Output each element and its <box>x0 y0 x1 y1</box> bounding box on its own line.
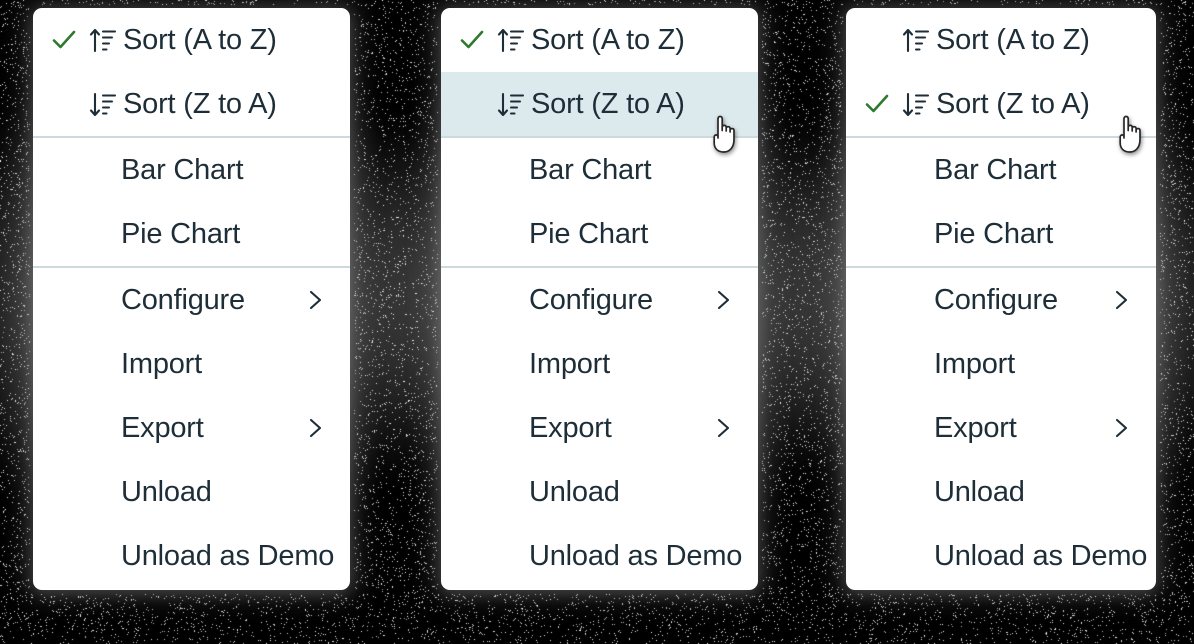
menu-item-unload-as-demo[interactable]: Unload as Demo <box>33 524 350 588</box>
menu-item-label: Export <box>121 411 204 444</box>
menu-item-label: Configure <box>934 283 1058 316</box>
menu-group-actions: Configure Import Export Unload <box>33 268 350 588</box>
menu-group-sort: Sort (A to Z) Sort (Z to A) <box>846 8 1156 136</box>
menu-item-label: Sort (Z to A) <box>531 87 685 120</box>
menu-item-unload-as-demo[interactable]: Unload as Demo <box>441 524 758 588</box>
check-icon <box>47 27 85 53</box>
menu-item-pie-chart[interactable]: Pie Chart <box>33 202 350 266</box>
menu-item-label: Bar Chart <box>934 153 1057 186</box>
menu-item-sort-z-to-a[interactable]: Sort (Z to A) <box>846 72 1156 136</box>
menu-item-label: Unload <box>121 475 212 508</box>
menu-item-label: Sort (A to Z) <box>531 23 685 56</box>
menu-group-actions: Configure Import Export Unload <box>441 268 758 588</box>
menu-item-export[interactable]: Export <box>846 396 1156 460</box>
menu-item-sort-a-to-z[interactable]: Sort (A to Z) <box>441 8 758 72</box>
menu-group-sort: Sort (A to Z) Sort (Z to A) <box>33 8 350 136</box>
menu-item-label: Unload as Demo <box>529 539 743 572</box>
menu-item-label: Export <box>529 411 612 444</box>
chevron-right-icon <box>1108 288 1134 312</box>
menu-item-label: Import <box>934 347 1015 380</box>
sort-descending-icon <box>898 89 934 119</box>
chevron-right-icon <box>710 416 736 440</box>
menu-item-unload-as-demo[interactable]: Unload as Demo <box>846 524 1156 588</box>
menu-item-label: Configure <box>121 283 245 316</box>
menu-item-label: Pie Chart <box>529 217 649 250</box>
menu-item-export[interactable]: Export <box>33 396 350 460</box>
menu-item-unload[interactable]: Unload <box>33 460 350 524</box>
sort-descending-icon <box>493 89 529 119</box>
menu-group-charts: Bar Chart Pie Chart <box>33 138 350 266</box>
context-menu-panel-1: Sort (A to Z) Sort (Z to A) Bar Chart <box>33 8 350 590</box>
menu-item-sort-a-to-z[interactable]: Sort (A to Z) <box>33 8 350 72</box>
menu-item-label: Import <box>121 347 202 380</box>
menu-item-label: Unload as Demo <box>934 539 1148 572</box>
menu-item-configure[interactable]: Configure <box>846 268 1156 332</box>
menu-item-label: Import <box>529 347 610 380</box>
menu-item-label: Bar Chart <box>121 153 244 186</box>
menu-item-bar-chart[interactable]: Bar Chart <box>33 138 350 202</box>
menu-item-unload[interactable]: Unload <box>441 460 758 524</box>
menu-group-sort: Sort (A to Z) Sort (Z to A) <box>441 8 758 136</box>
menu-item-configure[interactable]: Configure <box>441 268 758 332</box>
menu-item-label: Unload <box>529 475 620 508</box>
menu-item-import[interactable]: Import <box>846 332 1156 396</box>
menu-item-label: Sort (Z to A) <box>123 87 277 120</box>
menu-group-actions: Configure Import Export Unload <box>846 268 1156 588</box>
check-icon <box>860 91 898 117</box>
menu-item-sort-a-to-z[interactable]: Sort (A to Z) <box>846 8 1156 72</box>
menu-item-import[interactable]: Import <box>33 332 350 396</box>
menu-item-sort-z-to-a[interactable]: Sort (Z to A) <box>441 72 758 136</box>
context-menu-panel-3: Sort (A to Z) Sort (Z to A) Bar Ch <box>846 8 1156 590</box>
menu-item-bar-chart[interactable]: Bar Chart <box>846 138 1156 202</box>
menu-item-import[interactable]: Import <box>441 332 758 396</box>
chevron-right-icon <box>710 288 736 312</box>
menu-item-configure[interactable]: Configure <box>33 268 350 332</box>
menu-item-label: Pie Chart <box>934 217 1054 250</box>
menu-item-label: Sort (A to Z) <box>123 23 277 56</box>
menu-item-label: Unload <box>934 475 1025 508</box>
menu-item-label: Pie Chart <box>121 217 241 250</box>
chevron-right-icon <box>302 288 328 312</box>
sort-ascending-icon <box>898 25 934 55</box>
menu-item-label: Sort (A to Z) <box>936 23 1090 56</box>
menu-item-bar-chart[interactable]: Bar Chart <box>441 138 758 202</box>
menu-item-unload[interactable]: Unload <box>846 460 1156 524</box>
menu-item-pie-chart[interactable]: Pie Chart <box>846 202 1156 266</box>
sort-ascending-icon <box>85 25 121 55</box>
menu-item-sort-z-to-a[interactable]: Sort (Z to A) <box>33 72 350 136</box>
menu-item-export[interactable]: Export <box>441 396 758 460</box>
context-menu-panel-2: Sort (A to Z) Sort (Z to A) Bar Chart <box>441 8 758 590</box>
chevron-right-icon <box>1108 416 1134 440</box>
chevron-right-icon <box>302 416 328 440</box>
menu-item-label: Configure <box>529 283 653 316</box>
menu-item-label: Unload as Demo <box>121 539 335 572</box>
sort-descending-icon <box>85 89 121 119</box>
sort-ascending-icon <box>493 25 529 55</box>
menu-group-charts: Bar Chart Pie Chart <box>846 138 1156 266</box>
menu-item-label: Sort (Z to A) <box>936 87 1090 120</box>
menu-item-label: Bar Chart <box>529 153 652 186</box>
menu-group-charts: Bar Chart Pie Chart <box>441 138 758 266</box>
menu-item-label: Export <box>934 411 1017 444</box>
menu-item-pie-chart[interactable]: Pie Chart <box>441 202 758 266</box>
check-icon <box>455 27 493 53</box>
